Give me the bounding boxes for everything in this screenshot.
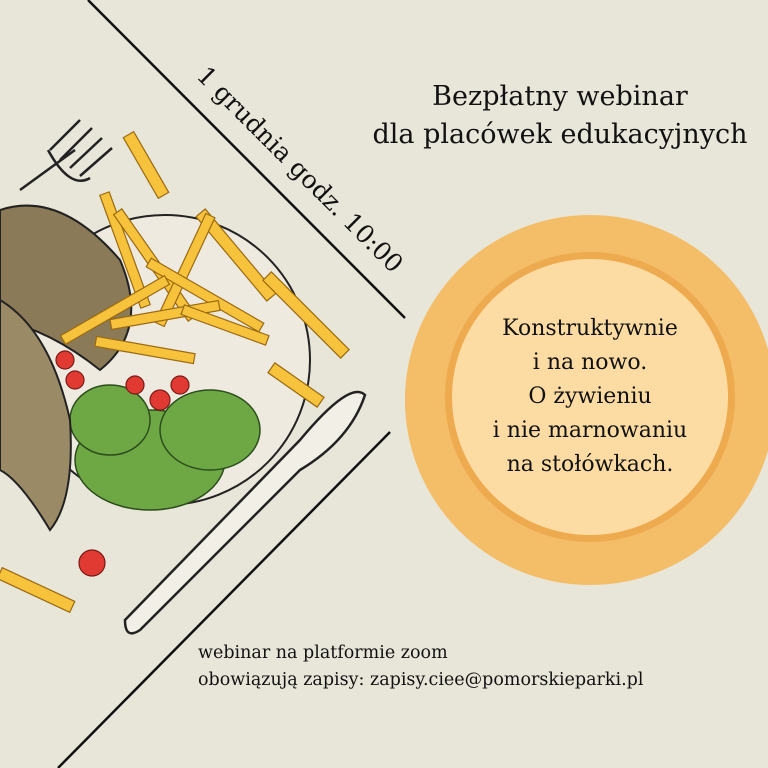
diagonal-line-bottom [57, 431, 391, 768]
fish-icon [0, 204, 133, 532]
plate-graphic [405, 215, 768, 585]
knife-icon [123, 390, 367, 635]
topic-line: i na nowo. [532, 350, 648, 375]
tomato-icon [55, 350, 190, 577]
title-line-1: Bezpłatny webinar [432, 81, 688, 112]
topic-line: Konstruktywnie [502, 316, 678, 341]
topic-line: na stołówkach. [506, 452, 674, 477]
diagonal-line-top [87, 0, 406, 319]
webinar-title: Bezpłatny webinar dla placówek edukacyjn… [340, 78, 768, 154]
webinar-topic: Konstruktywnie i na nowo. O żywieniu i n… [452, 259, 728, 535]
footer-info: webinar na platformie zoom obowiązują za… [198, 640, 643, 694]
salad-icon [69, 384, 261, 511]
topic-line: O żywieniu [528, 384, 652, 409]
fork-icon [19, 119, 113, 192]
fries-icon [0, 130, 350, 614]
registration-info[interactable]: obowiązują zapisy: zapisy.ciee@pomorskie… [198, 670, 644, 690]
title-line-2: dla placówek edukacyjnych [372, 119, 748, 150]
platform-info: webinar na platformie zoom [198, 643, 448, 663]
topic-line: i nie marnowaniu [492, 418, 688, 443]
